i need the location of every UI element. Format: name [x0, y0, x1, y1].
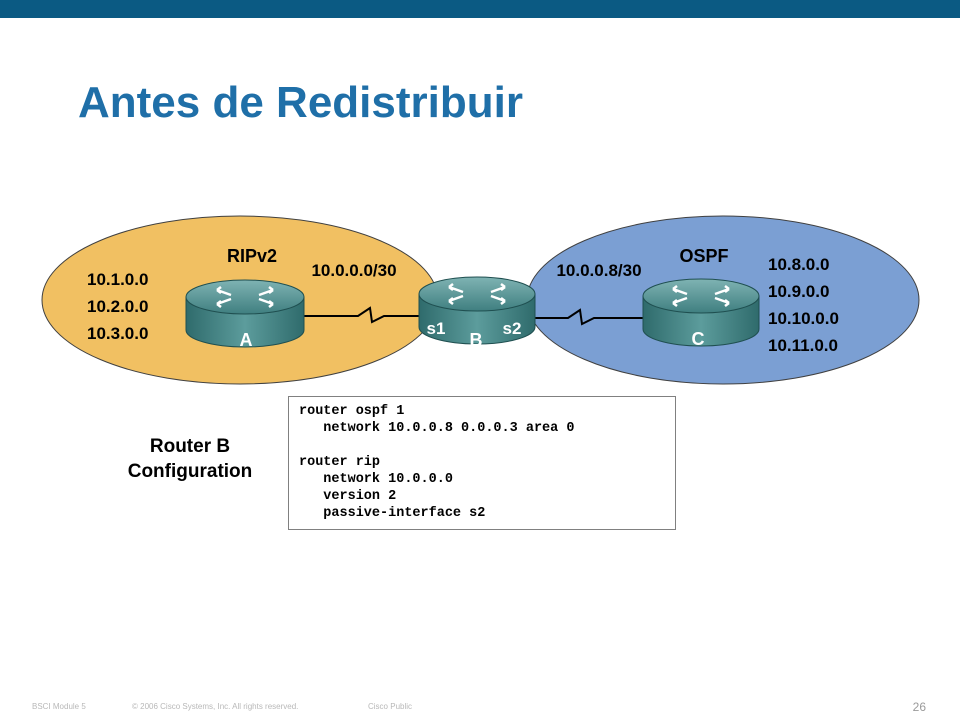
page-number: 26 — [912, 700, 926, 714]
router-c-label: C — [692, 329, 705, 349]
ripv2-zone-label: RIPv2 — [227, 246, 277, 266]
config-line: network 10.0.0.0 — [299, 472, 453, 487]
interface-s1-label: s1 — [427, 319, 446, 338]
config-line: router ospf 1 — [299, 404, 405, 419]
router-c[interactable]: C — [642, 278, 760, 349]
rip-network: 10.2.0.0 — [87, 297, 148, 316]
rip-network: 10.1.0.0 — [87, 270, 148, 289]
footer-copyright: © 2006 Cisco Systems, Inc. All rights re… — [132, 702, 299, 711]
router-b[interactable]: B s1 s2 — [418, 276, 536, 350]
ospf-network: 10.9.0.0 — [768, 282, 829, 301]
config-title-line: Configuration — [127, 461, 253, 482]
rip-network: 10.3.0.0 — [87, 324, 148, 343]
config-line: passive-interface s2 — [299, 506, 486, 521]
router-icon — [418, 276, 536, 345]
footer-module: BSCI Module 5 — [32, 702, 86, 711]
config-line — [299, 437, 665, 454]
config-title-line: Router B — [149, 436, 231, 457]
slide-title: Antes de Redistribuir — [78, 78, 523, 127]
ospf-network: 10.8.0.0 — [768, 255, 829, 274]
router-icon — [185, 279, 305, 348]
footer-classification: Cisco Public — [368, 702, 413, 711]
link-ab-subnet: 10.0.0.0/30 — [311, 261, 396, 280]
router-a[interactable]: A — [185, 279, 305, 350]
config-line: network 10.0.0.8 0.0.0.3 area 0 — [299, 421, 575, 436]
router-icon — [642, 278, 760, 347]
interface-s2-label: s2 — [503, 319, 522, 338]
ospf-network: 10.10.0.0 — [768, 309, 839, 328]
config-title: Router B Configuration — [96, 434, 284, 484]
link-bc-subnet: 10.0.0.8/30 — [556, 261, 641, 280]
config-line: version 2 — [299, 489, 397, 504]
config-line: router rip — [299, 455, 381, 470]
top-bar — [0, 0, 960, 18]
serial-link-ab — [300, 306, 424, 324]
config-box: router ospf 1 network 10.0.0.8 0.0.0.3 a… — [288, 396, 676, 530]
router-b-label: B — [470, 330, 483, 350]
ospf-network: 10.11.0.0 — [768, 336, 838, 355]
router-a-label: A — [240, 330, 253, 350]
ospf-zone-label: OSPF — [679, 246, 728, 266]
serial-link-bc — [530, 308, 648, 326]
